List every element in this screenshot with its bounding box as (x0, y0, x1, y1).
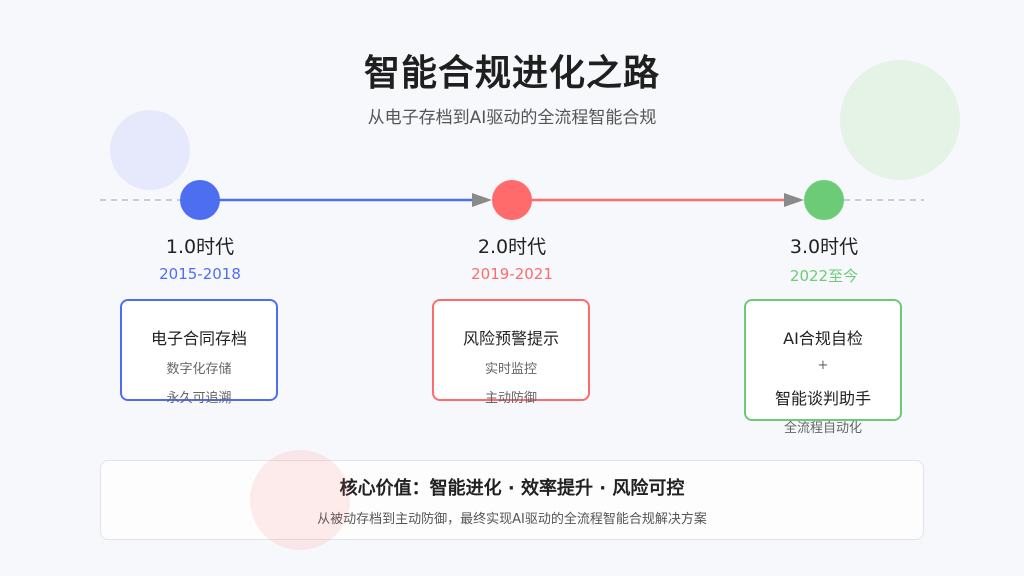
core-value-box: 核心价值：智能进化 · 效率提升 · 风险可控 从被动存档到主动防御，最终实现A… (100, 460, 924, 540)
stage-card-3: AI合规自检 + 智能谈判助手 全流程自动化 (744, 299, 902, 436)
stage-label-2: 2.0时代 (477, 236, 547, 258)
card-detail: 实时监控 (484, 362, 537, 377)
stage-label-3: 3.0时代 (789, 236, 859, 258)
decor-circle-blue (110, 110, 190, 190)
arrow-icon-2 (784, 193, 804, 207)
stage-card-2: 风险预警提示 实时监控 主动防御 (432, 299, 590, 406)
card-detail: 主动防御 (484, 391, 537, 406)
core-value-description: 从被动存档到主动防御，最终实现AI驱动的全流程智能合规解决方案 (317, 512, 707, 527)
card-title: 风险预警提示 (462, 329, 559, 348)
decor-circle-pink (250, 450, 350, 550)
stage-dot-1 (180, 180, 220, 220)
stage-card-1: 电子合同存档 数字化存储 永久可追溯 (120, 299, 278, 406)
stage-label-1: 1.0时代 (165, 236, 235, 258)
card-title: AI合规自检 (783, 329, 863, 348)
stage-dot-2 (492, 180, 532, 220)
stage-years-3: 2022至今 (789, 267, 859, 285)
page-subtitle: 从电子存档到AI驱动的全流程智能合规 (367, 108, 657, 128)
stage-dot-3 (804, 180, 844, 220)
arrow-icon-1 (472, 193, 492, 207)
page-title: 智能合规进化之路 (363, 53, 660, 94)
card-plus: + (817, 358, 829, 373)
card-detail: 永久可追溯 (166, 391, 232, 406)
stage-years-1: 2015-2018 (159, 265, 241, 283)
stage-years-2: 2019-2021 (471, 265, 553, 283)
core-value-title: 核心价值：智能进化 · 效率提升 · 风险可控 (339, 478, 685, 499)
card-detail: 全流程自动化 (783, 421, 862, 436)
card-detail: 数字化存储 (166, 362, 232, 377)
card-title: 电子合同存档 (150, 329, 247, 348)
card-title-2: 智能谈判助手 (774, 389, 871, 408)
decor-circle-green (840, 60, 960, 180)
